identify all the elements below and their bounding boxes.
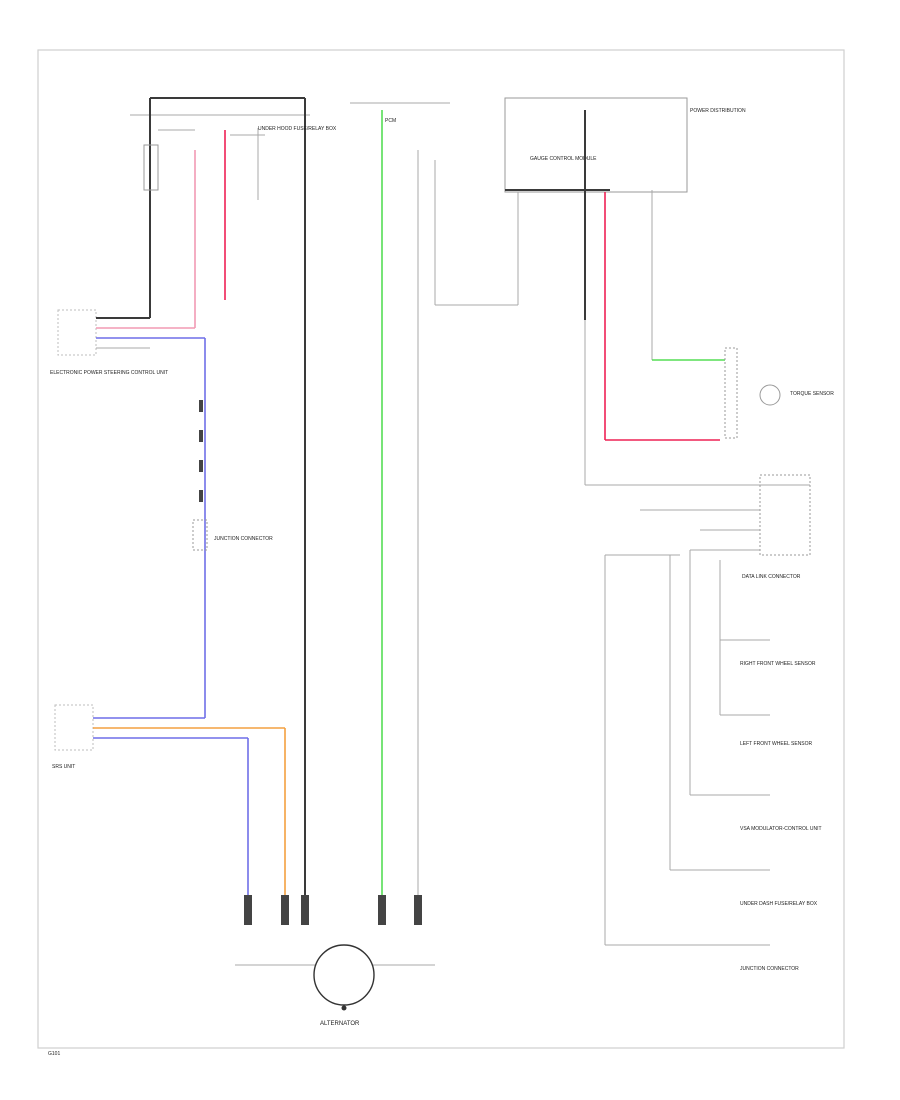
srs-unit-box xyxy=(54,704,94,751)
ground-label: G101 xyxy=(48,1051,60,1057)
junction-connector-right-label: JUNCTION CONNECTOR xyxy=(740,966,799,972)
fuse-box-left-label: UNDER DASH FUSE/RELAY BOX xyxy=(740,901,818,907)
junction-box-left xyxy=(192,519,208,551)
alternator-label: ALTERNATOR xyxy=(320,1021,360,1027)
power-dist-label: POWER DISTRIBUTION xyxy=(690,108,746,114)
diagram-frame xyxy=(37,49,845,1049)
gauge-control-label: GAUGE CONTROL MODULE xyxy=(530,156,597,162)
eps-module-box xyxy=(57,309,97,356)
torque-sensor-label: TORQUE SENSOR xyxy=(790,391,834,397)
ground-dot xyxy=(341,1005,347,1011)
vsa-label: VSA MODULATOR-CONTROL UNIT xyxy=(740,826,822,832)
pcm-label: PCM xyxy=(385,118,396,124)
fuse-box-top-label: UNDER HOOD FUSE/RELAY BOX xyxy=(258,126,337,132)
alternator-symbol xyxy=(313,944,375,1006)
right-sensor-label: RIGHT FRONT WHEEL SENSOR xyxy=(740,661,816,667)
dlc-label: DATA LINK CONNECTOR xyxy=(742,574,801,580)
left-sensor-label: LEFT FRONT WHEEL SENSOR xyxy=(740,741,813,747)
eps-module-label: ELECTRONIC POWER STEERING CONTROL UNIT xyxy=(50,370,168,376)
junction-connector-label: JUNCTION CONNECTOR xyxy=(214,536,273,542)
fuse-1 xyxy=(143,144,159,191)
gauge-control-module-box xyxy=(504,97,688,193)
dlc-box xyxy=(759,474,811,556)
srs-unit-label: SRS UNIT xyxy=(52,764,75,770)
